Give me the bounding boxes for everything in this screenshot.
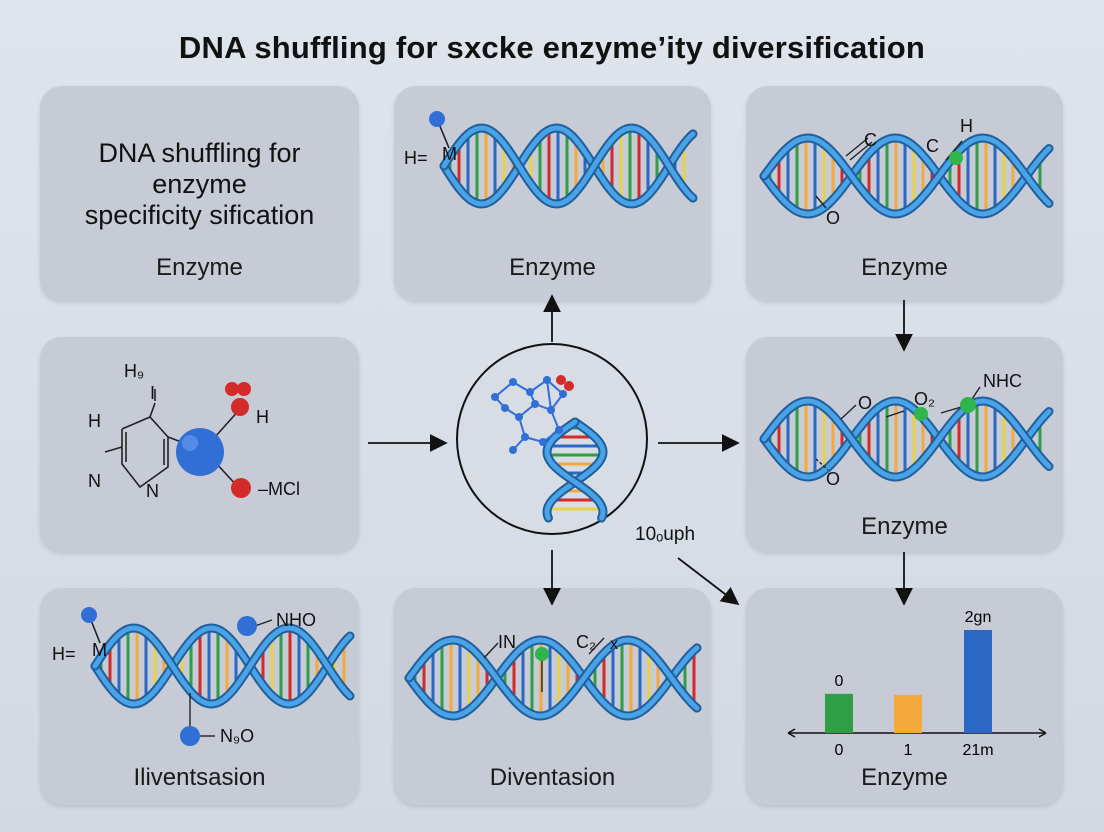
atom-red-icon (225, 382, 239, 396)
atom-label: H (256, 407, 269, 427)
atom-green-icon (960, 397, 976, 413)
heading-line: enzyme (152, 169, 247, 199)
dna-strand (761, 135, 1052, 217)
atom-label: NHC (983, 371, 1022, 391)
atom-label: H (960, 116, 973, 136)
atom-green-icon (914, 407, 928, 421)
atom-blue-icon (237, 616, 257, 636)
atom-label: H= (404, 148, 428, 168)
atom-label: H= (52, 644, 76, 664)
atom-label: x (610, 636, 618, 653)
atom-blue-icon (81, 607, 97, 623)
atom-red-icon (231, 478, 251, 498)
chart-tick-label: 21m (962, 742, 993, 759)
panel-enzyme-chart-caption: Enzyme (861, 764, 948, 791)
panel-diventasion: IN C₂ x Diventasion (394, 588, 711, 805)
chart-data-label: 2gn (965, 609, 992, 626)
atom-label: O (858, 393, 873, 413)
atom-label: I (150, 383, 156, 403)
enzyme-bar-chart: 0 0 1 21m 2gn (787, 609, 1047, 759)
dna-strand (761, 398, 1052, 480)
dna-helix-graphic (81, 607, 355, 746)
dna-strand (441, 125, 696, 207)
atom-label: H₉ (124, 361, 145, 381)
dna-strand (761, 398, 1052, 480)
dna-strand (92, 625, 353, 707)
chart-tick-label: 1 (904, 742, 913, 759)
arrow-diagonal (677, 557, 740, 606)
dna-strand (761, 135, 1052, 217)
axis-arrowhead (787, 728, 796, 738)
panel-intro-caption: Enzyme (156, 254, 243, 281)
chart-bar (825, 693, 853, 733)
dna-helix-graphic (429, 111, 698, 209)
axis-arrowhead (1038, 728, 1047, 738)
diagram-title: DNA shuffling for ѕxcke enzyme’ity diver… (178, 30, 926, 65)
atom-green-icon (949, 151, 963, 165)
panel-enzyme-dna-3-caption: Enzyme (861, 513, 948, 540)
panel-molecule: H₉ I H H N N –MCl (40, 337, 359, 552)
atom-label: C₂ (576, 632, 596, 652)
atom-label: N (88, 471, 101, 491)
panel-diventasion-caption: Diventasion (489, 764, 616, 791)
chart-bar (894, 694, 922, 733)
molecule-structure-graphic (104, 382, 251, 498)
panel-enzyme-dna-2-caption: Enzyme (861, 254, 948, 281)
panel-enzyme-dna-1-caption: Enzyme (509, 254, 596, 281)
atom-blue-icon (429, 111, 445, 127)
panel-iliventasion-caption: Iliventsаsion (133, 764, 266, 791)
chart-tick-label: 0 (835, 742, 844, 759)
atom-label: IN (498, 632, 516, 652)
dna-strand (406, 637, 700, 719)
atom-label: O (826, 208, 841, 228)
atom-label: NHO (276, 610, 316, 630)
dna-strand (544, 419, 606, 521)
atom-blue-icon (180, 726, 200, 746)
atom-green-icon (535, 647, 549, 661)
dna-strand (441, 125, 696, 207)
dna-helix-graphic (759, 386, 1054, 482)
atom-label: H (88, 411, 101, 431)
dna-helix-graphic (404, 635, 702, 721)
dna-strand (544, 419, 606, 521)
heading-line: DNA shuffling for (98, 138, 301, 168)
atom-label: N (146, 481, 159, 501)
panel-enzyme-dna-3: O O₂ NHC O Enzyme (746, 337, 1063, 552)
atom-label: –MCl (258, 479, 301, 499)
atom-label: O₂ (914, 389, 935, 409)
atom-label: C (864, 130, 877, 150)
arrow-label: 10ₒuph (635, 524, 696, 545)
central-shuffling-graphic (456, 343, 648, 535)
panel-iliventasion: H= M NHO N₉O Iliventsаsion (40, 588, 359, 805)
panel-enzyme-dna-1: H= M Enzyme (394, 86, 711, 301)
atom-label: O (826, 469, 841, 489)
panel-enzyme-chart: 0 0 1 21m 2gn Enzyme (746, 588, 1063, 805)
panel-enzyme-dna-2: C C H O Enzyme (746, 86, 1063, 301)
atom-label: M (442, 144, 457, 164)
heading-line: specificity sification (84, 200, 315, 230)
dna-helix-graphic (759, 133, 1054, 219)
panel-intro: DNA shuffling for enzyme specificity sif… (40, 86, 359, 301)
dna-strand (406, 637, 700, 719)
chart-bar (964, 630, 992, 733)
atom-red-icon (237, 382, 251, 396)
dna-strand (92, 625, 353, 707)
panel-intro-heading: DNA shuffling for enzyme specificity sif… (40, 138, 359, 231)
atom-red-icon (231, 398, 249, 416)
atom-label: M (92, 640, 107, 660)
atom-label: C (926, 136, 939, 156)
chart-data-label: 0 (835, 673, 844, 690)
atom-label: N₉O (220, 726, 255, 746)
